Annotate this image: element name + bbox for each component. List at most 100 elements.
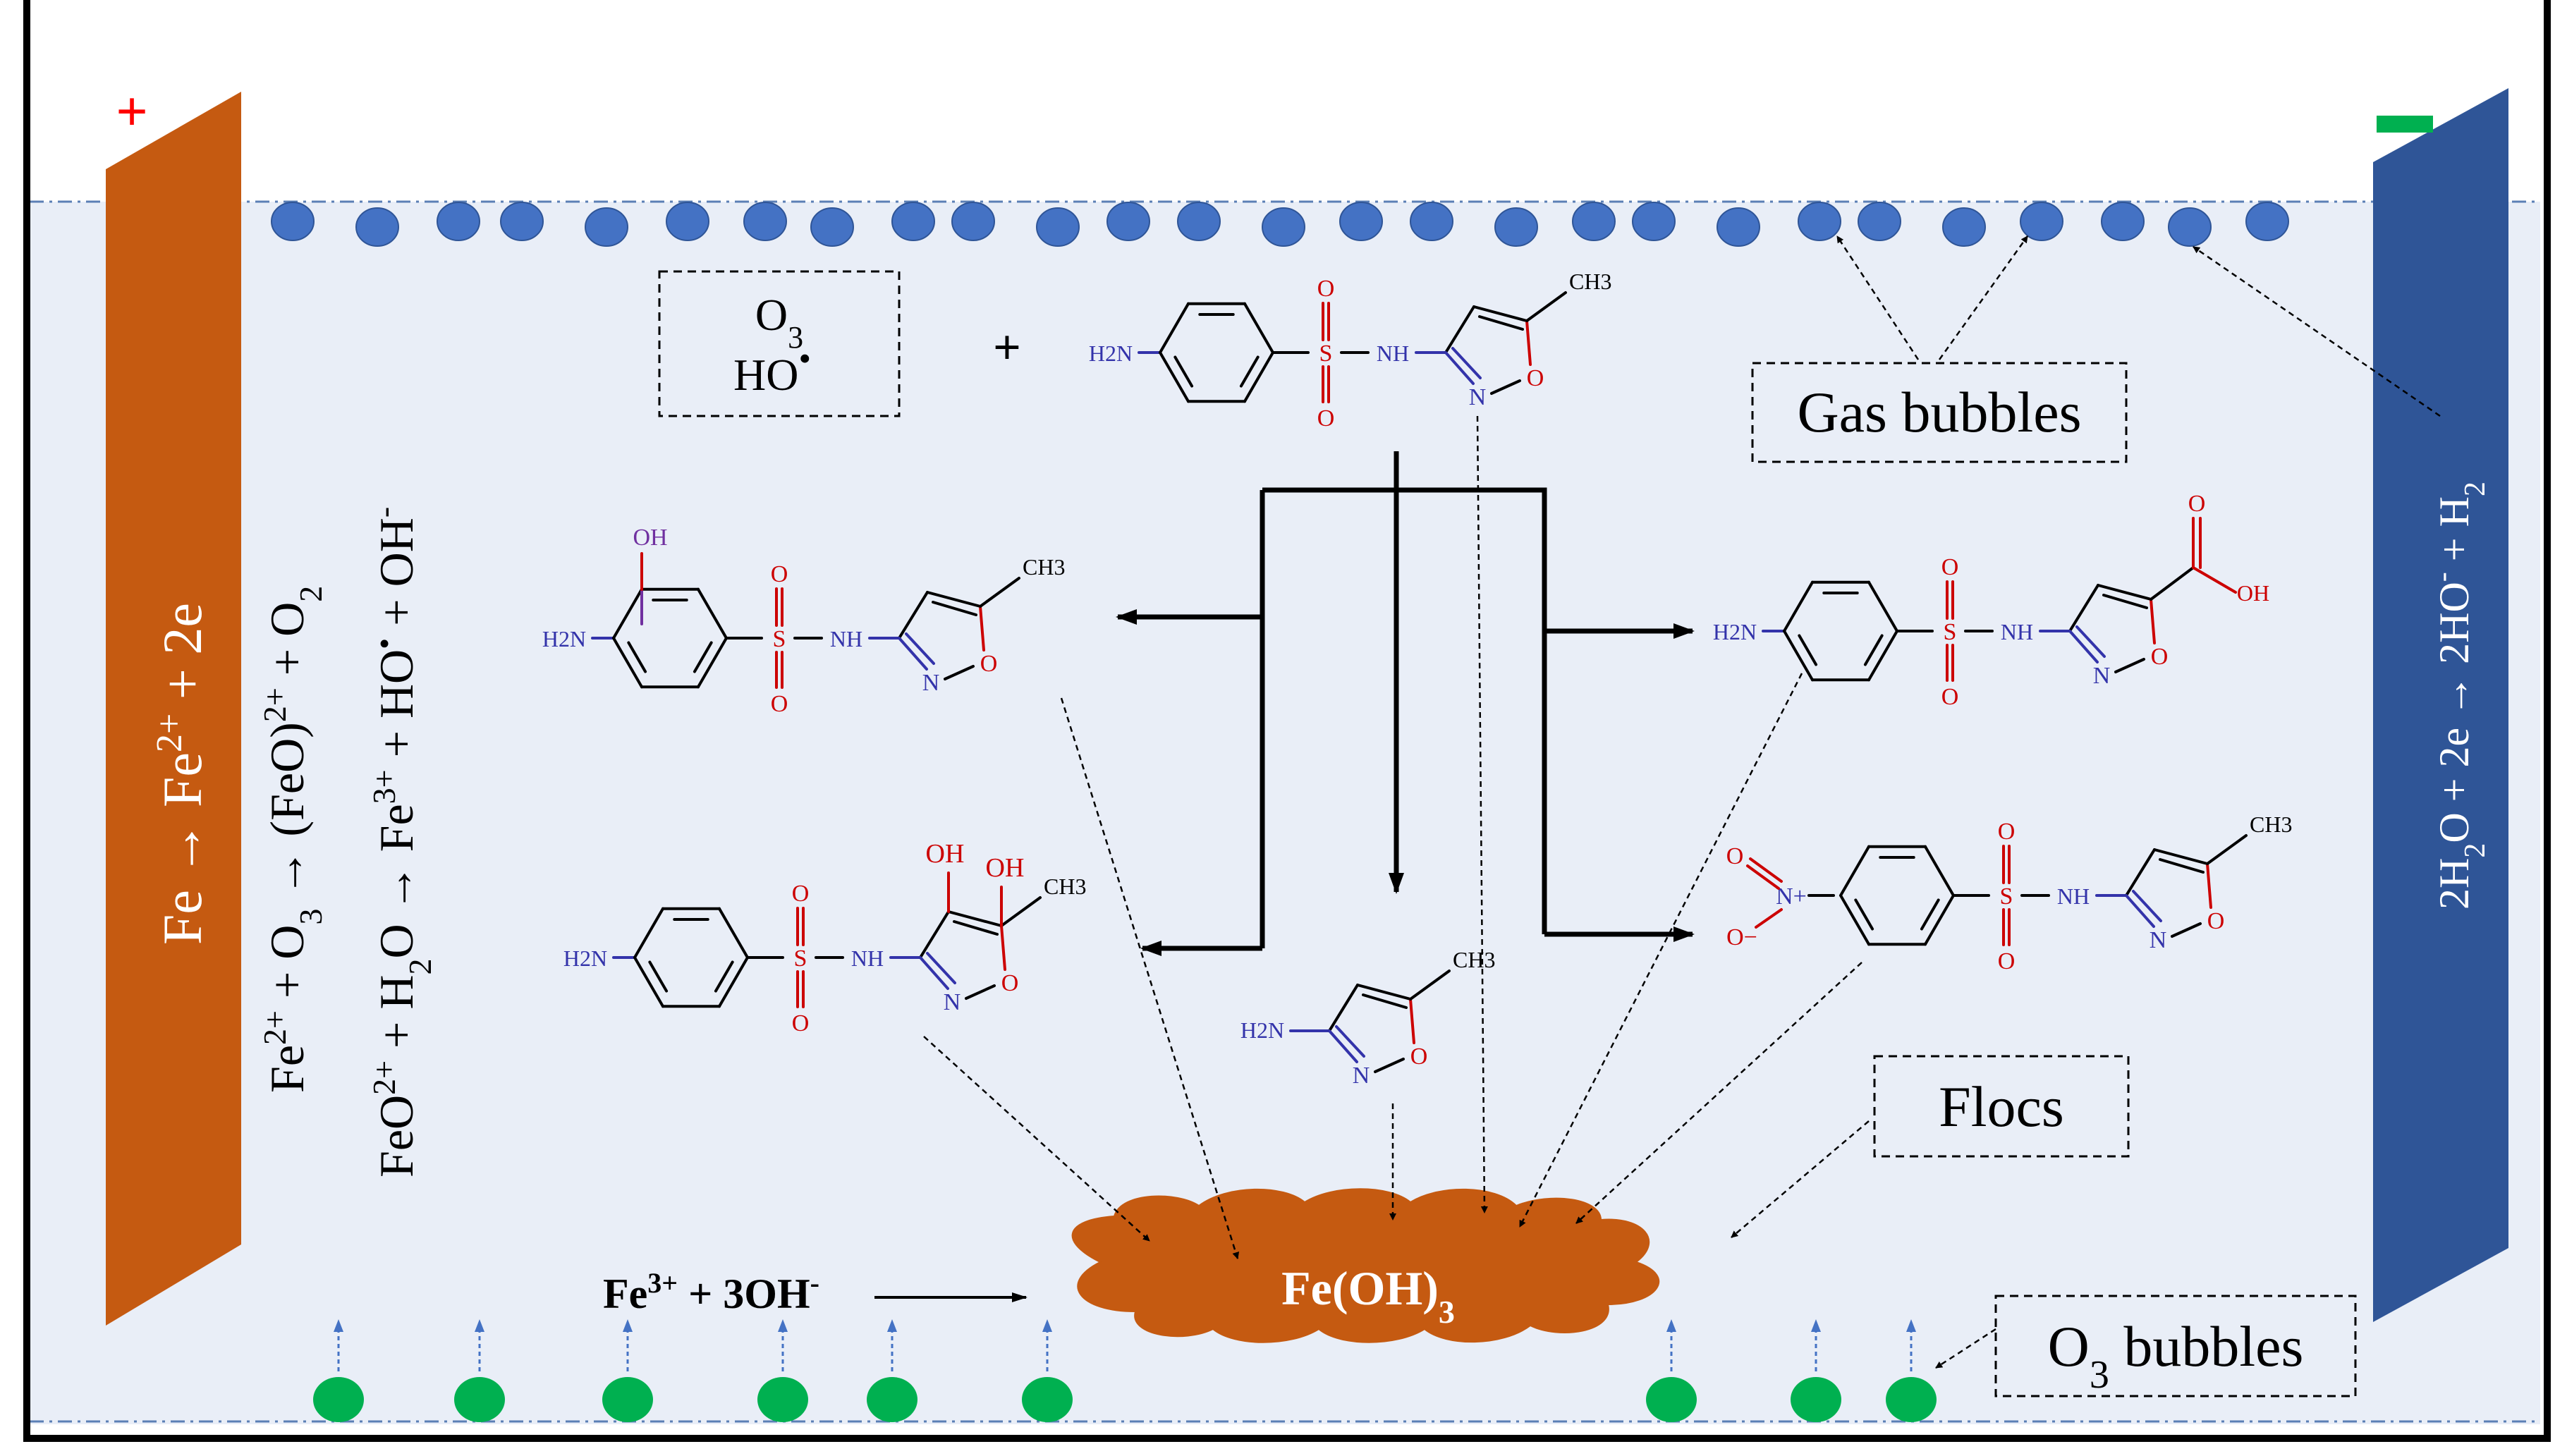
bond — [1000, 924, 1006, 971]
hydroxyl-label: OH — [2237, 580, 2269, 606]
nitrogen-atom: N — [922, 670, 940, 696]
oxygen-atom: O — [1726, 843, 1744, 869]
oxygen-atom: O — [1001, 970, 1019, 996]
pathway-horizontal — [1262, 487, 1547, 934]
methyl-label: CH3 — [1453, 947, 1495, 972]
bond — [979, 577, 1020, 608]
oxygen-atom: O — [2151, 644, 2169, 670]
bond — [1783, 580, 1814, 632]
degradation-pathway-arrows — [1116, 451, 1695, 956]
ozone-bubble — [1646, 1377, 1697, 1422]
bond — [718, 956, 749, 1008]
gas-bubble — [271, 202, 315, 241]
cathode-plate — [2373, 88, 2508, 1322]
bond — [898, 591, 929, 640]
gas-bubble — [1177, 202, 1221, 241]
gas-bubble — [891, 202, 935, 241]
ozone-bubble — [1886, 1377, 1937, 1422]
bond — [1783, 630, 1814, 682]
bond — [926, 952, 956, 984]
methyl-label: CH3 — [2250, 812, 2292, 837]
sulfur-atom: S — [1319, 341, 1333, 367]
bond — [633, 956, 664, 1008]
bond — [2075, 625, 2106, 658]
ozone-bubble — [1791, 1377, 1841, 1422]
bond — [612, 587, 643, 640]
bond — [1755, 908, 1783, 929]
oxygen-atom: O — [2207, 908, 2225, 934]
ozone-bubble — [757, 1377, 808, 1422]
oxygen-atom: O — [1317, 276, 1335, 302]
bond — [2171, 922, 2202, 938]
gas-bubble — [2020, 202, 2063, 241]
oxygen-atom: O — [1998, 948, 2016, 974]
gas-bubble — [1410, 202, 1453, 241]
bond — [1839, 845, 1870, 897]
ozone-bubbles — [313, 1319, 1937, 1422]
bond — [2102, 594, 2148, 609]
bond — [2132, 890, 2162, 922]
gas-bubbles-label: Gas bubbles — [1797, 380, 2081, 444]
bond — [919, 956, 949, 990]
hydroxyl-label: OH — [986, 853, 1025, 883]
oxygen-atom: O — [2188, 491, 2206, 517]
bond — [714, 960, 734, 993]
hydroxyl-label: OH — [926, 839, 965, 869]
bond — [1243, 351, 1274, 403]
bond — [1173, 355, 1194, 388]
cathode-to-gas-arrow — [2193, 245, 2441, 417]
bond — [1239, 355, 1260, 388]
amine-label: H2N — [1240, 1017, 1284, 1043]
bond — [1867, 580, 1898, 632]
gas-bubble — [1036, 207, 1080, 247]
oxygen-atom: O — [980, 651, 998, 677]
gas-bubble — [1494, 207, 1538, 247]
bond — [1243, 302, 1274, 354]
gas-bubble — [810, 207, 854, 247]
flocs-box — [1873, 1055, 2130, 1158]
bond — [2114, 658, 2145, 673]
bond — [2206, 834, 2248, 865]
gas-bubble — [1572, 202, 1616, 241]
sulfonamide-nh: NH — [851, 946, 884, 971]
bond — [1159, 302, 1190, 354]
oxygen-atom: O — [771, 561, 788, 587]
gas-bubbles-box — [1751, 362, 2128, 463]
oxygen-atom: O — [1941, 554, 1959, 580]
gas-bubble — [666, 202, 709, 241]
nitrogen-atom: N — [1353, 1063, 1370, 1089]
bond — [1854, 898, 1874, 931]
bond — [2192, 566, 2237, 594]
anode-sign: + — [116, 81, 148, 143]
bond — [1159, 351, 1190, 403]
bond — [932, 601, 977, 616]
dashed-arrows — [923, 235, 2441, 1369]
bond — [1924, 894, 1955, 946]
ozone-bubble — [1022, 1377, 1073, 1422]
bond — [1409, 969, 1451, 1001]
bond — [926, 591, 982, 608]
bond — [947, 910, 1003, 927]
anode-plate — [106, 92, 241, 1326]
bond — [1525, 319, 1532, 366]
o3-bubbles-box — [1994, 1295, 2357, 1397]
bond — [697, 587, 728, 640]
fe-oh3-floc — [1071, 1188, 1660, 1343]
tank-wall — [23, 0, 2551, 1442]
gas-bubble — [437, 202, 480, 241]
bond — [1409, 998, 1415, 1044]
bond — [1863, 634, 1884, 666]
oxygen-atom: O — [1941, 684, 1959, 710]
bond — [905, 632, 935, 665]
bond — [1451, 347, 1482, 379]
oxidants-box — [658, 270, 901, 417]
bond — [1444, 305, 1475, 354]
gas-bubble — [1339, 202, 1383, 241]
bond — [1362, 993, 1408, 1009]
oxygen-atom: O — [1527, 365, 1544, 391]
bond — [2068, 630, 2099, 663]
